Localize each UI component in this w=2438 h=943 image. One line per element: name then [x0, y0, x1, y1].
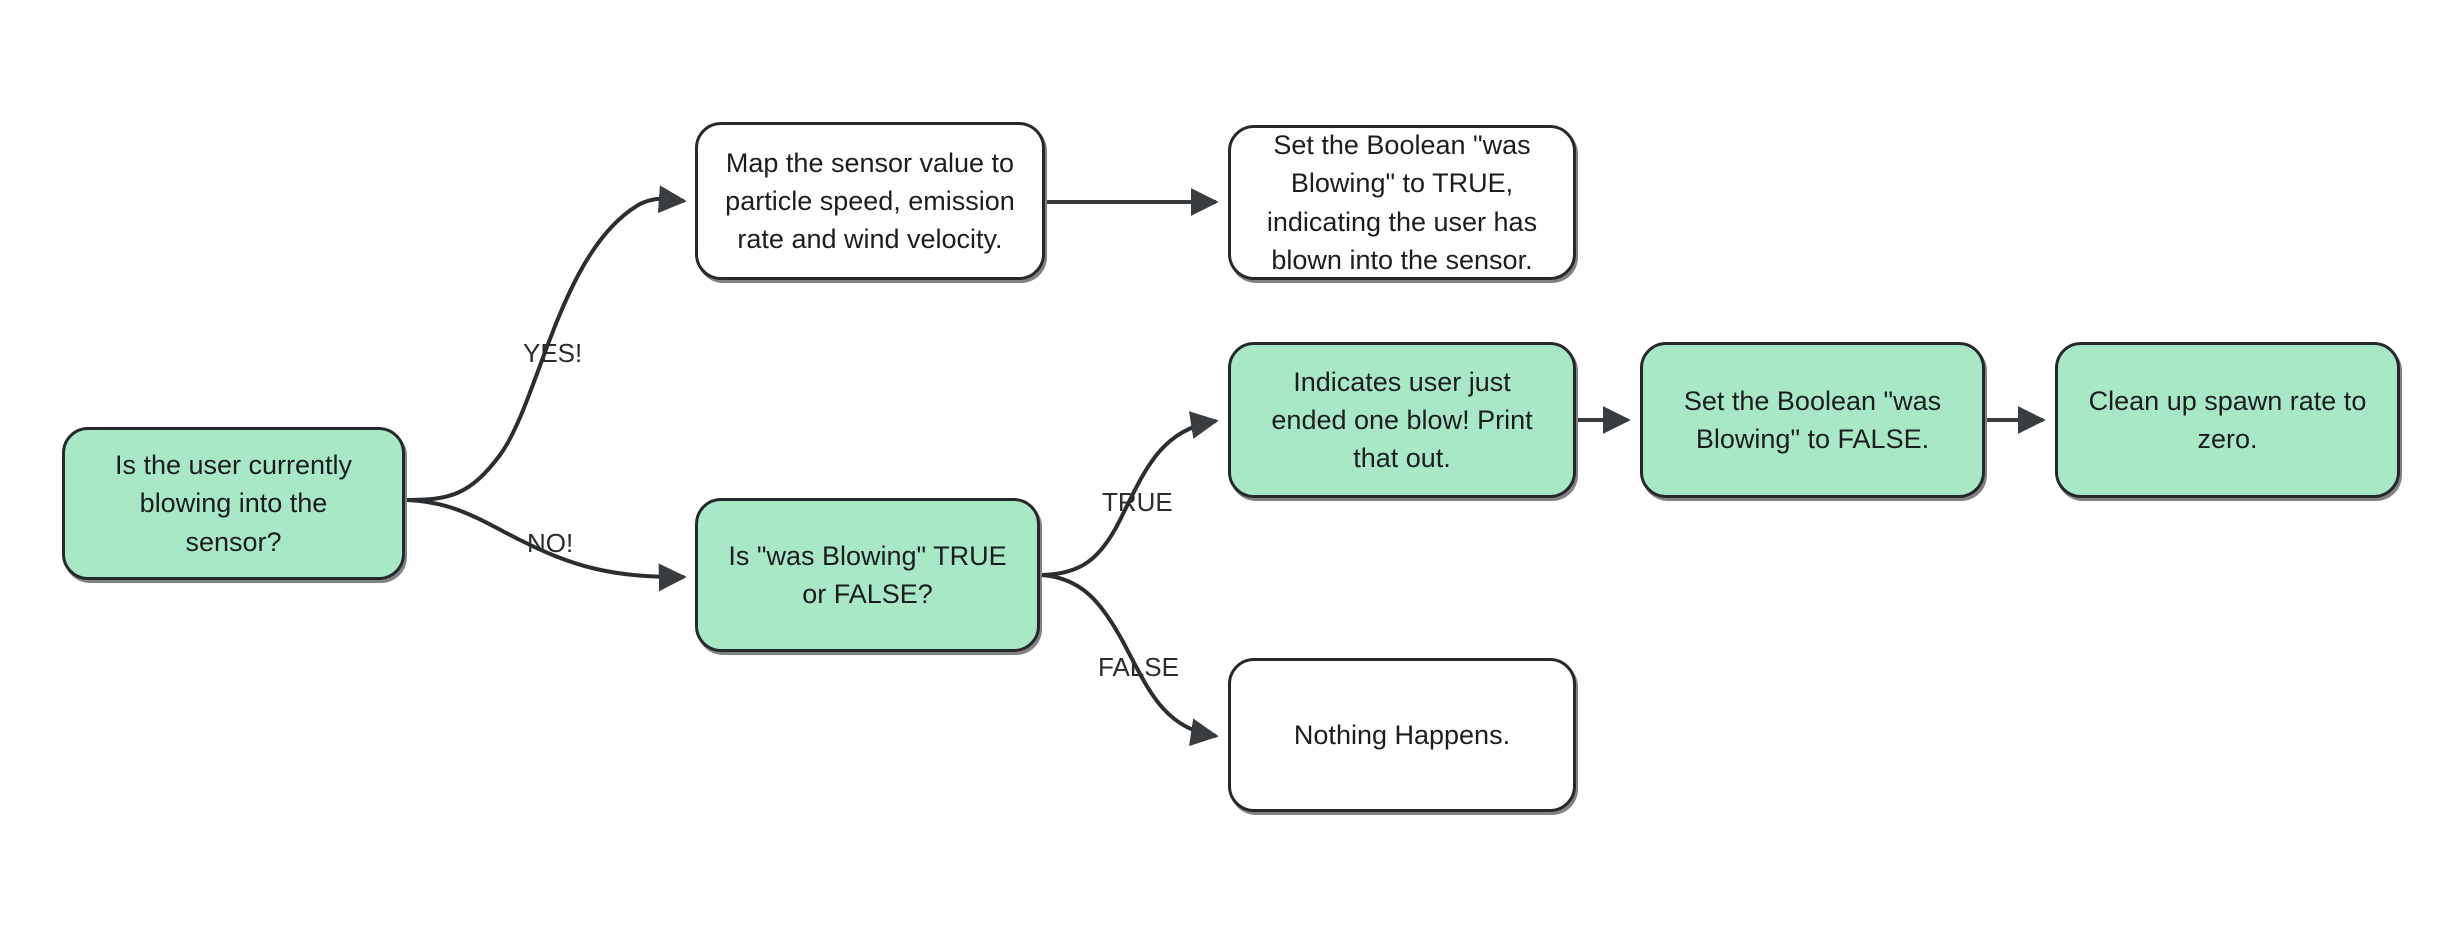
- node-set-true-label: Set the Boolean "was Blowing" to TRUE, i…: [1266, 129, 1538, 275]
- node-was-blowing-check-label: Is "was Blowing" TRUE or FALSE?: [728, 540, 1007, 609]
- node-start-label: Is the user currently blowing into the s…: [114, 450, 353, 557]
- edge-label-no: NO!: [527, 528, 574, 558]
- node-nothing-happens[interactable]: Nothing Happens.: [1228, 658, 1576, 812]
- node-was-blowing-check[interactable]: Is "was Blowing" TRUE or FALSE?: [695, 498, 1040, 652]
- node-clean-spawn-label: Clean up spawn rate to zero.: [2088, 385, 2367, 454]
- node-set-false[interactable]: Set the Boolean "was Blowing" to FALSE.: [1640, 342, 1985, 498]
- node-ended-blow-label: Indicates user just ended one blow! Prin…: [1271, 366, 1533, 474]
- edge-label-false: FALSE: [1098, 652, 1179, 682]
- edge-label-yes: YES!: [523, 338, 583, 368]
- node-set-true[interactable]: Set the Boolean "was Blowing" to TRUE, i…: [1228, 125, 1576, 280]
- node-set-false-label: Set the Boolean "was Blowing" to FALSE.: [1683, 385, 1942, 454]
- node-map-sensor-label: Map the sensor value to particle speed, …: [725, 147, 1015, 255]
- node-nothing-happens-label: Nothing Happens.: [1293, 719, 1511, 750]
- node-clean-spawn[interactable]: Clean up spawn rate to zero.: [2055, 342, 2400, 498]
- node-map-sensor[interactable]: Map the sensor value to particle speed, …: [695, 122, 1045, 280]
- edge-label-true: TRUE: [1102, 487, 1173, 517]
- node-ended-blow[interactable]: Indicates user just ended one blow! Prin…: [1228, 342, 1576, 498]
- node-start[interactable]: Is the user currently blowing into the s…: [62, 427, 405, 580]
